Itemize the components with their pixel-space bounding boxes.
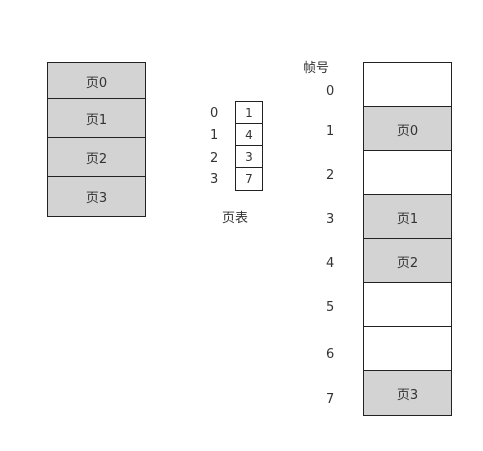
- frame-number-5: 5: [326, 300, 335, 315]
- page-table-frame-1: 4: [235, 123, 263, 147]
- frame-number-header: 帧号: [303, 61, 330, 76]
- physical-frame-7: 页3: [363, 370, 452, 416]
- logical-page-1: 页1: [47, 98, 146, 139]
- frame-number-3: 3: [326, 212, 335, 227]
- logical-page-2: 页2: [47, 137, 146, 178]
- frame-number-4: 4: [326, 256, 335, 271]
- page-table-index-2: 2: [210, 151, 219, 166]
- frame-number-2: 2: [326, 168, 335, 183]
- physical-frame-0: [363, 62, 452, 108]
- page-table-index-0: 0: [210, 106, 219, 121]
- physical-frame-3: 页1: [363, 194, 452, 240]
- frame-number-6: 6: [326, 347, 335, 362]
- frame-number-0: 0: [326, 84, 335, 99]
- page-table-frame-0: 1: [235, 101, 263, 125]
- page-table-index-1: 1: [210, 128, 219, 143]
- physical-frame-1: 页0: [363, 106, 452, 152]
- frame-number-7: 7: [326, 392, 335, 407]
- page-table-index-3: 3: [210, 172, 219, 187]
- frame-number-1: 1: [326, 124, 335, 139]
- page-table-frame-3: 7: [235, 167, 263, 191]
- page-table-title: 页表: [222, 211, 249, 226]
- physical-frame-4: 页2: [363, 238, 452, 284]
- page-table-frame-2: 3: [235, 145, 263, 169]
- logical-page-0: 页0: [47, 62, 146, 100]
- physical-frame-6: [363, 326, 452, 372]
- physical-frame-5: [363, 282, 452, 328]
- logical-page-3: 页3: [47, 176, 146, 217]
- physical-frame-2: [363, 150, 452, 196]
